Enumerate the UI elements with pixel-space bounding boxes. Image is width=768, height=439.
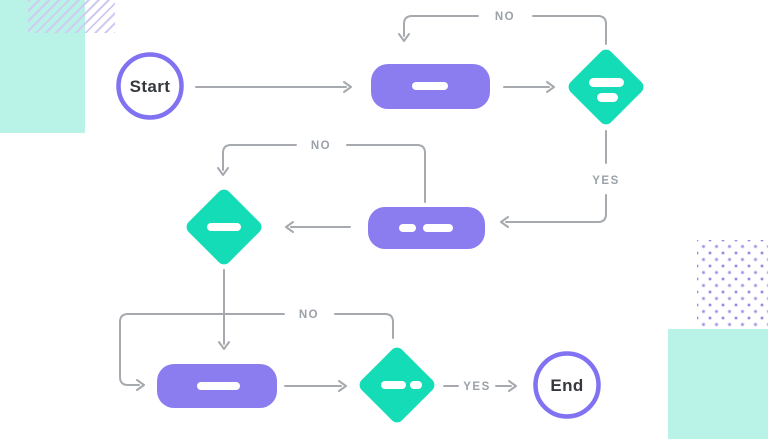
edge-label-yes-2: YES [463, 381, 491, 393]
process-1-placeholder-line [412, 82, 448, 90]
decision-1-placeholder-line-2 [597, 93, 618, 102]
edge-no-loop2-left [217, 144, 297, 176]
edge-no-loop3-right [334, 313, 394, 339]
start-node-label: Start [130, 77, 171, 96]
end-node [533, 351, 601, 419]
process-2-placeholder-line-1 [399, 224, 416, 232]
end-node-label: End [550, 376, 583, 395]
edge-no-loop1-left [398, 15, 479, 42]
edge-no-loop3-left [119, 313, 285, 391]
process-2-placeholder-line-2 [423, 224, 453, 232]
decision-3-placeholder-line-1 [381, 381, 406, 389]
edge-label-no-1: NO [495, 11, 515, 23]
edge-yes1-lower [500, 194, 607, 228]
start-node [116, 52, 184, 120]
process-3-placeholder-line [197, 382, 240, 390]
decoration-mint-square-bottom-right [668, 329, 768, 439]
decision-1-placeholder-line-1 [589, 78, 624, 87]
edge-no-loop2-right [346, 144, 426, 203]
edge-label-yes-1: YES [592, 175, 620, 187]
edge-no-loop1-right [532, 15, 607, 45]
decision-3-placeholder-line-2 [410, 381, 422, 389]
edge-label-no-3: NO [299, 309, 319, 321]
decision-2-placeholder-line [207, 223, 241, 231]
edge-label-no-2: NO [311, 140, 331, 152]
decoration-diagonal-stripes-icon [28, 0, 115, 33]
